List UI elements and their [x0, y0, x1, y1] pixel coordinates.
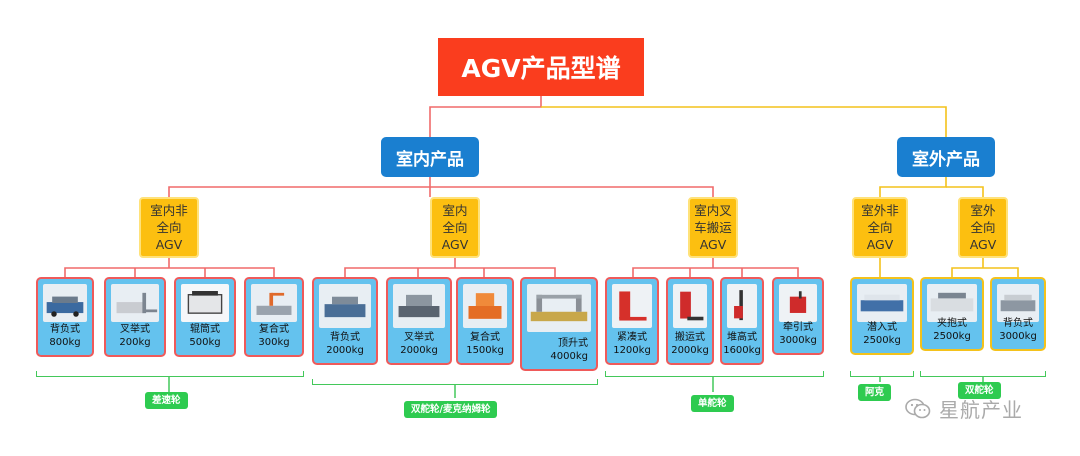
card-label: 紧凑式 1200kg: [613, 332, 651, 356]
tag-single-steer: 单舵轮: [691, 395, 734, 412]
agv-card-tow-3000: 牵引式 3000kg: [772, 277, 824, 355]
card-label: 牵引式 3000kg: [779, 322, 817, 346]
card-label: 叉举式 2000kg: [400, 332, 438, 356]
watermark: 星航产业: [905, 394, 1023, 423]
agv-image: [463, 284, 507, 328]
agv-image: [43, 284, 87, 322]
agv-image: [857, 284, 907, 322]
indoor-forklift-agv-node: 室内叉 车搬运 AGV: [688, 197, 738, 258]
agv-image: [673, 284, 707, 328]
card-label: 堆高式 1600kg: [723, 332, 761, 356]
agv-image: [319, 284, 371, 328]
outdoor-products-node: 室外产品: [897, 137, 995, 177]
root-title: AGV产品型谱: [438, 38, 644, 96]
tag-diff-wheel: 差速轮: [145, 392, 188, 409]
bracket-single: [605, 371, 824, 377]
agv-image: [927, 284, 977, 322]
agv-card-backpack-2000: 背负式 2000kg: [312, 277, 378, 365]
agv-card-compact-1200: 紧凑式 1200kg: [605, 277, 659, 365]
agv-card-composite-1500: 复合式 1500kg: [456, 277, 514, 365]
card-label: 背负式 800kg: [49, 324, 81, 348]
wechat-icon: [905, 398, 931, 418]
agv-card-backpack-3000: 背负式 3000kg: [990, 277, 1046, 351]
agv-card-submarine-2500: 潜入式 2500kg: [850, 277, 914, 355]
agv-card-backpack-800: 背负式 800kg: [36, 277, 94, 357]
agv-card-stacker-1600: 堆高式 1600kg: [720, 277, 764, 365]
agv-image: [612, 284, 652, 328]
card-label: 叉举式 200kg: [119, 324, 151, 348]
agv-image: [393, 284, 445, 328]
bracket-dual: [920, 371, 1046, 377]
bracket-diff: [36, 371, 304, 377]
bracket-dual-mecanum: [312, 379, 598, 385]
card-label: 复合式 300kg: [258, 324, 290, 348]
bracket-ackermann: [850, 371, 914, 377]
agv-image: [779, 284, 817, 322]
indoor-omni-agv-node: 室内 全向 AGV: [430, 197, 480, 258]
agv-card-fork-2000: 叉举式 2000kg: [386, 277, 452, 365]
tag-ackermann: 阿克: [858, 384, 892, 401]
tag-dual-steer: 双舵轮: [958, 382, 1001, 399]
agv-image: [997, 284, 1039, 322]
outdoor-nonomni-agv-node: 室外非 全向 AGV: [852, 197, 908, 258]
card-label: 背负式 3000kg: [999, 318, 1037, 342]
agv-image: [111, 284, 159, 322]
outdoor-omni-agv-node: 室外 全向 AGV: [958, 197, 1008, 258]
agv-image: [181, 284, 229, 322]
watermark-text: 星航产业: [939, 398, 1023, 422]
agv-card-carry-2000: 搬运式 2000kg: [666, 277, 714, 365]
card-label: 夹抱式 2500kg: [933, 318, 971, 342]
agv-card-clamp-2500: 夹抱式 2500kg: [920, 277, 984, 351]
card-label: 潜入式 2500kg: [863, 322, 901, 346]
indoor-products-node: 室内产品: [381, 137, 479, 177]
card-label: 顶升式 4000kg: [550, 338, 588, 362]
card-label: 背负式 2000kg: [326, 332, 364, 356]
agv-card-roller-500: 辊筒式 500kg: [174, 277, 236, 357]
card-label: 搬运式 2000kg: [671, 332, 709, 356]
indoor-nonomni-agv-node: 室内非 全向 AGV: [139, 197, 199, 258]
agv-image: [727, 284, 757, 328]
agv-card-lift-4000: 顶升式 4000kg: [520, 277, 598, 371]
agv-image: [527, 284, 591, 332]
agv-card-composite-300: 复合式 300kg: [244, 277, 304, 357]
tag-dual-mecanum: 双舵轮/麦克纳姆轮: [404, 401, 498, 418]
agv-card-fork-200: 叉举式 200kg: [104, 277, 166, 357]
agv-image: [251, 284, 297, 322]
card-label: 辊筒式 500kg: [189, 324, 221, 348]
card-label: 复合式 1500kg: [466, 332, 504, 356]
